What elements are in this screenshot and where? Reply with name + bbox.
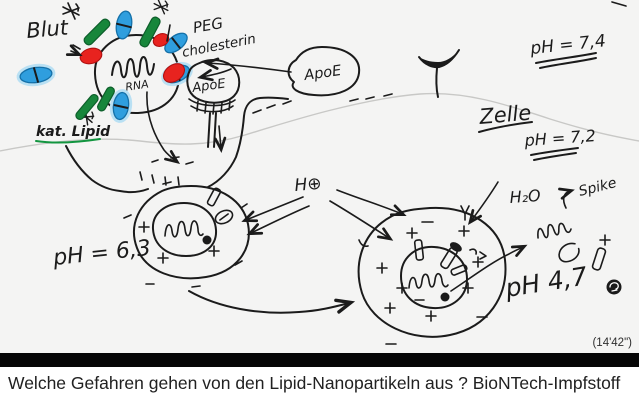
spike-arrow-icon: [558, 187, 575, 209]
cell-membrane-line: [0, 92, 639, 152]
ionizable-lipid-dot: [202, 235, 212, 245]
release-arrow: [450, 244, 528, 292]
lipid-fragment: [440, 242, 462, 270]
peg-lipid-blue: [164, 32, 188, 54]
peg-lipid-blue: [109, 89, 133, 123]
membrane-dashes: [252, 93, 393, 114]
cationic-lipid-green: [75, 93, 99, 121]
early-endosome-inner: [151, 202, 218, 257]
lipid-nanoparticle: RNA: [16, 0, 193, 126]
outer-dashes: [123, 181, 248, 288]
h2o-label: H₂O: [509, 186, 541, 207]
receptor-stem: [207, 112, 217, 148]
whiteboard-drawing: RNA: [0, 0, 639, 353]
receptor-y-icon: [418, 49, 460, 98]
rna-label: RNA: [124, 77, 149, 94]
small-pointer-marks: [71, 24, 171, 54]
plus-signs: [138, 221, 220, 264]
plus-signs: [376, 225, 484, 322]
lipid-fragment: [413, 239, 425, 261]
blut-label: Blut: [25, 15, 69, 43]
cationic-lipid-green: [97, 86, 115, 112]
peg-chain-icon: [153, 0, 169, 15]
peg-label: PEG: [192, 14, 225, 37]
corner-stroke: [611, 1, 627, 7]
small-fragment-marks: [469, 248, 487, 260]
apoe-free-blob: ApoE: [287, 46, 361, 97]
ph-blood-underline: [535, 52, 597, 69]
lipid-fragment: [450, 264, 468, 276]
endosome-rna-squiggle: [408, 272, 449, 289]
cholesterol-blob-red: [162, 63, 186, 83]
descent-arrow-curve: [146, 91, 181, 165]
endosome-transition-arrow: [188, 290, 356, 314]
apoe-bound-blob: ApoE: [186, 59, 241, 148]
peg-chain-icon: [62, 2, 80, 20]
kat-lipid-underline: [35, 138, 101, 144]
letterbox-bar: [0, 353, 639, 367]
video-title-caption: Welche Gefahren gehen von den Lipid-Nano…: [0, 367, 639, 400]
ph-cell-label: pH = 7,2: [523, 126, 596, 150]
descent-arrow-short: [213, 125, 227, 154]
ionizable-lipid-dot: [440, 292, 450, 302]
water-entry-arrow: [467, 181, 499, 226]
endosome-rna-squiggle: [164, 220, 204, 238]
lipid-fragment: [214, 209, 234, 225]
cationic-lipid-green: [139, 16, 161, 48]
peg-lipid-blue: [115, 10, 133, 40]
rna-squiggle: [111, 56, 155, 79]
peg-lipid-blue: [16, 63, 56, 87]
endocytosis-pit: [65, 91, 289, 194]
video-timestamp: (14'42"): [592, 337, 632, 349]
board-background: [0, 0, 639, 353]
released-rna-squiggle: [537, 222, 572, 239]
released-lipid-fragments: [558, 234, 611, 271]
membrane-y-marks: [358, 205, 470, 248]
kat-lipid-label: kat. Lipid: [36, 124, 111, 140]
lipid-fragment: [206, 187, 222, 207]
apoe-bound-label: ApoE: [190, 76, 227, 96]
apoe-transfer-arrow: [202, 57, 292, 73]
proton-arrows: [241, 189, 407, 241]
zelle-label: Zelle: [477, 101, 532, 130]
zelle-underline: [478, 121, 533, 133]
apoe-free-label: ApoE: [302, 63, 343, 84]
receptor-hatch: [188, 98, 236, 115]
proton-label: H⊕: [294, 174, 323, 196]
peg-chain-icon: [77, 108, 95, 126]
degraded-particle-dot: [606, 279, 622, 295]
late-endosome-outer: [357, 206, 507, 338]
late-endosome: [357, 205, 507, 345]
minus-signs: [385, 221, 488, 345]
ph-cell-underline: [530, 147, 579, 161]
